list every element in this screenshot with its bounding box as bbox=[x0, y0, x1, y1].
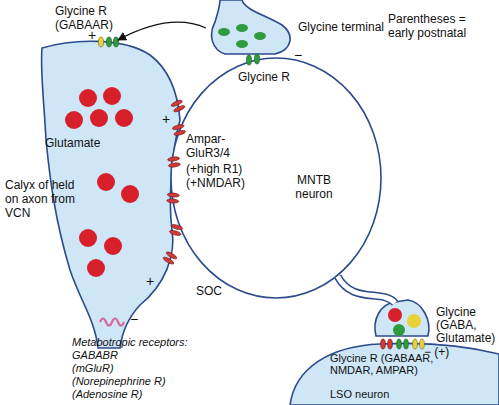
transmitter-label: Glycine (GABA, Glutamate) bbox=[436, 306, 499, 345]
receptor-label: (+high R1) bbox=[186, 162, 242, 176]
axon-connector bbox=[338, 276, 395, 303]
axon-core bbox=[338, 276, 395, 303]
note-text: Parentheses = early postnatal bbox=[388, 12, 493, 40]
receptor-list: Metabotropic receptors: bbox=[72, 336, 188, 349]
sign-symbol: − (+) bbox=[424, 345, 449, 359]
lso-terminal-shape bbox=[375, 300, 429, 336]
lso-neuron-shape bbox=[290, 343, 499, 405]
lso-terminal: Glycine (GABA, Glutamate) bbox=[370, 298, 434, 342]
mntb-neuron-shape bbox=[171, 58, 381, 298]
node-outline bbox=[370, 298, 434, 342]
axon-outline bbox=[338, 276, 395, 303]
terminal-label: Glycine terminal bbox=[298, 20, 384, 34]
transmitter-label: Glutamate bbox=[45, 136, 100, 150]
glycine-terminal: Glycine terminal bbox=[206, 0, 298, 58]
receptor-label: Glycine R (GABAAR) bbox=[55, 4, 117, 32]
sign-symbol: − bbox=[294, 48, 302, 62]
arrow-line bbox=[118, 22, 206, 40]
receptor-list: (Norepinephrine R) bbox=[72, 375, 166, 388]
neuron-label: MNTB neuron bbox=[286, 173, 342, 201]
glycine-terminal-shape bbox=[212, 0, 290, 54]
receptor-list: GABABR bbox=[72, 349, 118, 362]
structure-label: Calyx of held on axon from VCN bbox=[5, 178, 87, 220]
receptor-label: Ampar-GluR3/4 bbox=[186, 132, 244, 160]
receptor-label: (+NMDAR) bbox=[186, 176, 245, 190]
arrow-connector bbox=[118, 22, 206, 40]
lso-neuron: Glycine R (GABAAR, NMDAR, AMPAR)LSO neur… bbox=[290, 338, 499, 405]
receptor-label: Glycine R bbox=[238, 70, 290, 84]
receptor-list: (Adenosine R) bbox=[72, 388, 142, 401]
sign-symbol: + bbox=[146, 274, 154, 288]
node-outline bbox=[206, 0, 298, 58]
neuron-label: LSO neuron bbox=[330, 388, 389, 400]
sign-symbol: − bbox=[130, 312, 138, 326]
region-label: SOC bbox=[196, 284, 222, 298]
sign-symbol: + bbox=[88, 28, 96, 42]
sign-symbol: + bbox=[162, 112, 170, 126]
receptor-list: (mGluR) bbox=[72, 362, 114, 375]
calyx-of-held: GlutamateCalyx of held on axon from VCN bbox=[30, 38, 185, 350]
